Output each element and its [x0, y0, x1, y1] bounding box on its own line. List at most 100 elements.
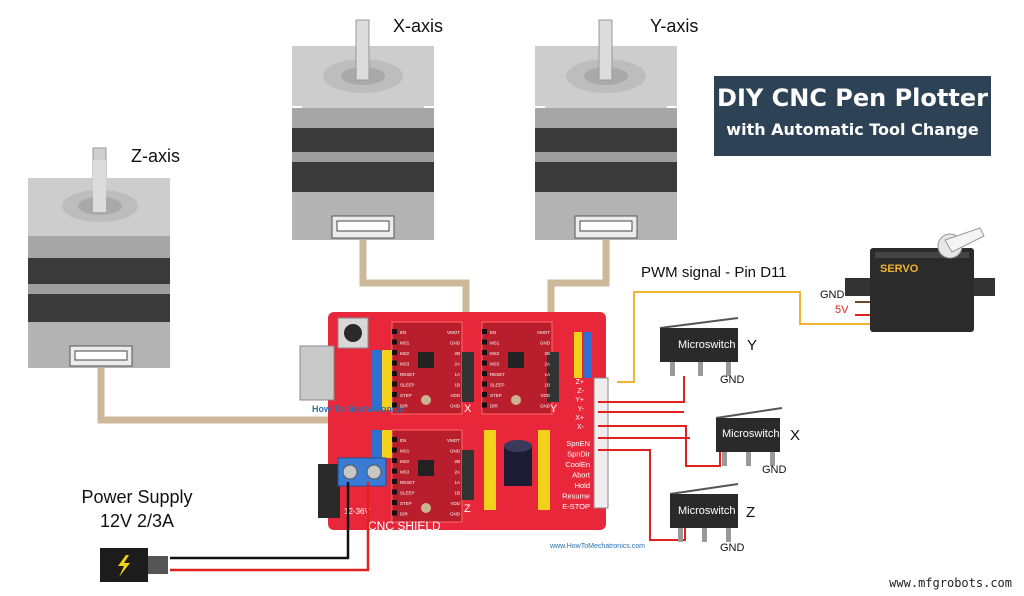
- z-axis-stepper-motor: [28, 147, 170, 368]
- driver-pin: [392, 510, 397, 516]
- power-supply-line1: Power Supply: [81, 487, 193, 507]
- microswitch-z-axis: Z: [746, 504, 756, 521]
- driver-pin: [392, 371, 397, 376]
- power-supply-line2: 12V 2/3A: [99, 511, 175, 531]
- control-pin-label: E-STOP: [562, 502, 590, 511]
- y-axis-label: Y-axis: [650, 16, 699, 36]
- driver-pin: [392, 489, 397, 495]
- servo-wires: [617, 291, 870, 383]
- y-axis-stepper-motor: [535, 19, 677, 240]
- control-pin-label: SpnEN: [566, 439, 590, 448]
- shield-logo-text: How To Mechatronics: [312, 404, 404, 414]
- power-supply-label: Power Supply 12V 2/3A: [68, 485, 206, 533]
- pwm-wire: [617, 291, 870, 383]
- title-line1: DIY CNC Pen Plotter: [717, 84, 988, 112]
- driver-pin-label: STEP: [400, 393, 412, 398]
- shield-name: CNC SHIELD: [368, 519, 441, 533]
- driver-pin-label: DIR: [400, 512, 409, 517]
- driver-pin-label: STEP: [490, 393, 502, 398]
- control-pin-label: CoolEn: [565, 460, 590, 469]
- driver-pin-label: VMOT: [447, 438, 460, 443]
- driver-pin-label: SLEEP: [490, 383, 505, 388]
- driver-pin: [482, 402, 487, 408]
- driver-pin: [392, 479, 397, 484]
- microswitch-y-label: Microswitch: [678, 339, 736, 351]
- microswitch-z: [669, 483, 739, 542]
- dc-power-jack: [100, 548, 168, 582]
- driver-pin-label: 1B: [454, 383, 460, 388]
- driver-pin: [392, 447, 397, 453]
- driver-pin-label: RESET: [400, 372, 415, 377]
- control-pin-label: Abort: [572, 471, 591, 480]
- microswitch-y-gnd: GND: [720, 374, 745, 386]
- driver-pin: [392, 437, 397, 442]
- z-axis-label: Z-axis: [131, 146, 180, 166]
- power-wires: [170, 482, 370, 572]
- driver-pin-label: GND: [540, 341, 551, 346]
- servo-brand-label: SERVO: [880, 263, 919, 275]
- driver-pin-label: VDD: [450, 393, 460, 398]
- driver-pin-label: 2B: [454, 351, 460, 356]
- driver-pin: [392, 339, 397, 345]
- driver-pin-label: GND: [450, 404, 461, 409]
- driver-pin-label: MS2: [400, 459, 410, 464]
- driver-pin-label: MS3: [490, 362, 500, 367]
- driver-pin: [392, 458, 397, 463]
- endstop-pin-label: Z+: [576, 379, 584, 386]
- driver-pin-label: 2A: [454, 470, 460, 475]
- title-box: DIY CNC Pen Plotter with Automatic Tool …: [714, 76, 991, 156]
- driver-pin-label: 1B: [454, 491, 460, 496]
- microswitch-z-gnd: GND: [720, 542, 745, 554]
- endstop-pin-label: Z-: [577, 388, 584, 395]
- driver-pin-label: GND: [450, 449, 461, 454]
- driver-pin-label: 1B: [544, 383, 550, 388]
- microswitch-y-axis: Y: [747, 337, 758, 354]
- driver-pin-label: SLEEP: [400, 491, 415, 496]
- endstop-pin-label: Y-: [578, 406, 585, 413]
- x-axis-label: X-axis: [393, 16, 444, 36]
- driver-pin-label: 1A: [454, 372, 460, 377]
- servo-5v-label: 5V: [835, 304, 849, 316]
- watermark: www.mfgrobots.com: [889, 576, 1012, 590]
- driver-pin: [392, 392, 397, 397]
- shield-site-text: www.HowToMechatronics.com: [549, 543, 645, 550]
- driver-pin: [392, 329, 397, 334]
- driver-pin-label: STEP: [400, 501, 412, 506]
- driver-pin: [392, 360, 397, 366]
- control-pin-label: SpnDir: [567, 450, 590, 459]
- driver-pin-label: MS3: [400, 362, 410, 367]
- driver-pin: [482, 339, 487, 345]
- driver-pin-label: EN: [490, 330, 496, 335]
- driver-pin-label: 1A: [454, 480, 460, 485]
- driver-pin-label: MS2: [400, 351, 410, 356]
- driver-pin-label: 1A: [544, 372, 550, 377]
- microswitch-x-axis: X: [790, 427, 801, 444]
- endstop-pin-label: X+: [575, 415, 584, 422]
- driver-y-label: Y: [550, 403, 558, 415]
- x-axis-stepper-motor: [292, 19, 434, 240]
- driver-pin-label: RESET: [490, 372, 505, 377]
- shield-power-label: 12-36V: [344, 507, 370, 516]
- microswitch-z-label: Microswitch: [678, 505, 736, 517]
- power-red-wire: [170, 482, 370, 572]
- servo-gnd-label: GND: [820, 289, 845, 301]
- driver-pin-label: RESET: [400, 480, 415, 485]
- endstop-pin-label: X-: [577, 424, 585, 431]
- driver-pin-label: MS2: [490, 351, 500, 356]
- driver-pin-label: VMOT: [447, 330, 460, 335]
- driver-pin-label: GND: [540, 404, 551, 409]
- driver-pin-label: EN: [400, 330, 406, 335]
- driver-pin: [392, 468, 397, 474]
- control-pin-label: Resume: [562, 492, 590, 501]
- driver-pin: [392, 402, 397, 408]
- driver-pin-label: VMOT: [537, 330, 550, 335]
- driver-pin: [392, 381, 397, 387]
- driver-pin-label: 2A: [544, 362, 550, 367]
- driver-pin-label: GND: [450, 341, 461, 346]
- driver-pin-label: SLEEP: [400, 383, 415, 388]
- power-black-wire: [170, 482, 350, 560]
- driver-pin-labels: ENMS1MS2MS3RESETSLEEPSTEPDIRVMOTGND2B2A1…: [392, 329, 551, 517]
- driver-pin-label: MS1: [490, 341, 500, 346]
